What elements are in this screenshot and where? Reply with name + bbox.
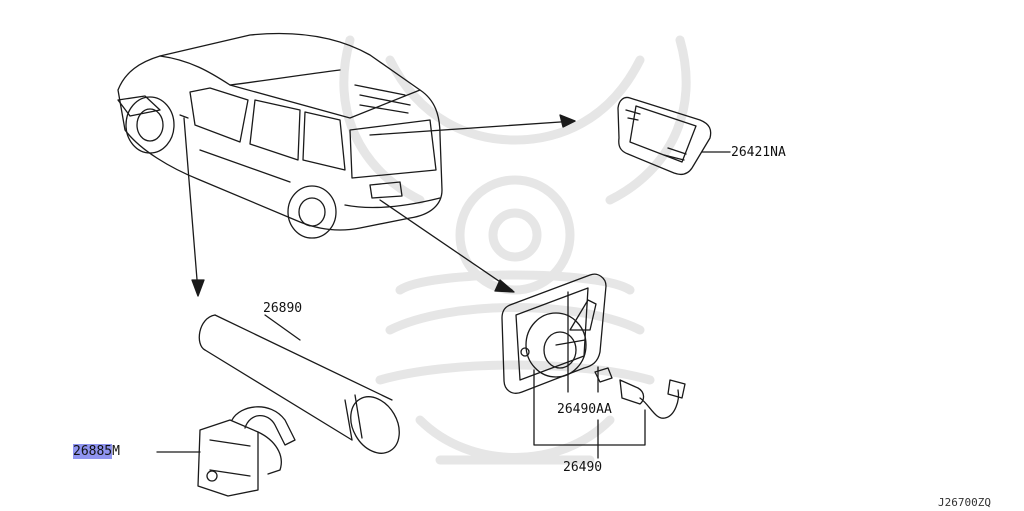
part-label-bulb[interactable]: 26490AA xyxy=(557,402,612,417)
samurai-helmet-watermark-icon xyxy=(339,35,691,465)
rear-lamp-lens-drawing xyxy=(617,96,731,175)
car-illustration xyxy=(117,32,443,239)
lamp-assembly-drawing xyxy=(501,273,686,459)
arrow-to-tube-lamp xyxy=(183,117,205,297)
part-label-bracket-highlight: 26885 xyxy=(73,444,113,459)
part-label-tube-lamp[interactable]: 26890 xyxy=(263,301,303,316)
arrow-to-rear-lens xyxy=(369,114,576,136)
part-label-rear-lamp-lens[interactable]: 26421NA xyxy=(731,145,786,160)
diagram-id-label: J26700ZQ xyxy=(938,496,991,509)
tube-lamp-drawing xyxy=(198,314,400,454)
part-label-bracket[interactable]: 26885M xyxy=(73,444,120,459)
arrow-to-lamp-assembly xyxy=(379,199,515,293)
bracket-drawing xyxy=(156,406,296,497)
part-label-lamp-assembly[interactable]: 26490 xyxy=(563,460,603,475)
part-label-bracket-suffix: M xyxy=(112,444,120,459)
